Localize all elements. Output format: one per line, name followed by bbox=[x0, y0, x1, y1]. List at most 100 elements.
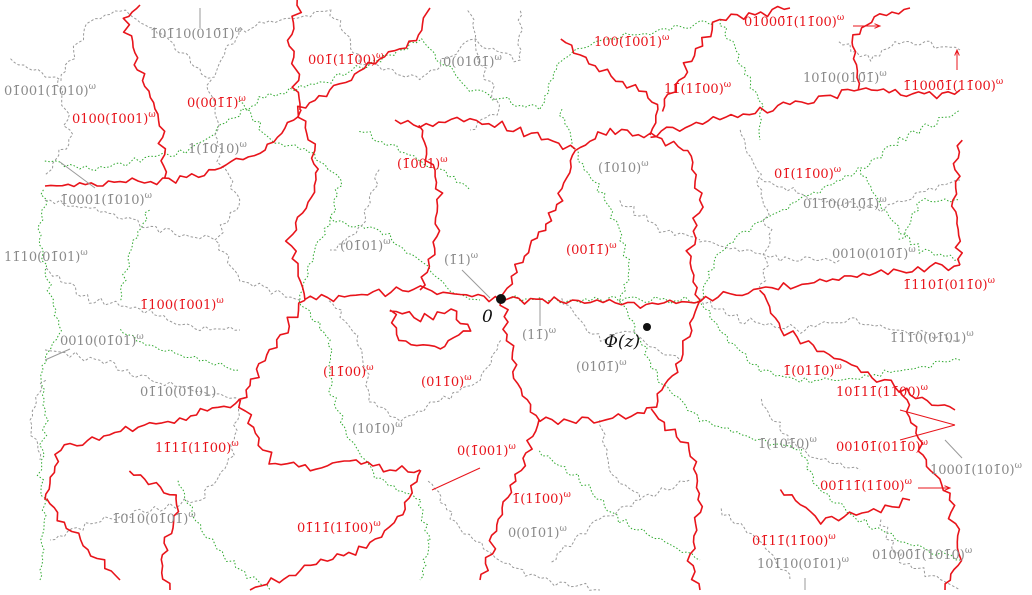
gray-boundary bbox=[44, 349, 241, 401]
pointer-arrows bbox=[44, 8, 963, 590]
gray-boundary bbox=[838, 40, 961, 62]
gray-boundary bbox=[760, 178, 961, 213]
region-label: 1̄(011̄0)ω bbox=[783, 362, 842, 379]
red-boundary bbox=[284, 109, 961, 309]
arrow-head bbox=[874, 23, 882, 29]
red-boundary bbox=[851, 7, 911, 91]
arrow-head bbox=[954, 48, 960, 56]
leader-line bbox=[59, 161, 96, 189]
region-label: 100(1̄001)ω bbox=[594, 33, 669, 50]
gray-boundary bbox=[599, 420, 691, 501]
red-boundary bbox=[238, 399, 421, 474]
red-boundary bbox=[650, 87, 961, 139]
red-boundary bbox=[759, 289, 956, 411]
green-boundary bbox=[618, 300, 801, 451]
red-boundary bbox=[45, 498, 121, 581]
green-boundary bbox=[177, 480, 271, 591]
leader-line bbox=[944, 439, 963, 459]
leader-line bbox=[44, 348, 71, 361]
gray-boundary bbox=[619, 200, 701, 241]
region-label: (010̄1̄)ω bbox=[576, 358, 627, 375]
red-boundary bbox=[779, 489, 911, 525]
red-boundary bbox=[418, 124, 444, 291]
gray-boundary bbox=[467, 10, 500, 131]
gray-boundary bbox=[10, 9, 331, 81]
green-boundary bbox=[558, 109, 630, 301]
leader-line bbox=[431, 467, 481, 491]
region-label: 101̄0(010̄1̄)ω bbox=[803, 69, 887, 86]
green-boundary bbox=[719, 19, 764, 141]
region-label: (1̄001)ω bbox=[397, 155, 448, 172]
region-label: 01000̄1̄(11̄00)ω bbox=[744, 13, 844, 30]
region-label: (011̄0)ω bbox=[421, 373, 472, 390]
region-label: 11̄10(01̄01)ω bbox=[4, 248, 88, 265]
region-label: (1̄010)ω bbox=[598, 159, 649, 176]
gray-boundary bbox=[330, 169, 380, 251]
region-label: 0(001̄1̄)ω bbox=[187, 94, 246, 111]
region-label: 1̄(11̄00)ω bbox=[512, 490, 571, 507]
green-boundary bbox=[120, 209, 151, 301]
green-boundary bbox=[238, 100, 343, 301]
leader-line bbox=[899, 409, 956, 426]
green-boundary bbox=[538, 450, 701, 561]
region-label: 0010̄1̄(011̄0)ω bbox=[836, 438, 928, 455]
red-boundary bbox=[44, 299, 306, 501]
origin-label: 0 bbox=[482, 307, 493, 327]
red-boundary bbox=[499, 298, 701, 426]
region-label: 0010(010̄1̄)ω bbox=[832, 245, 916, 262]
region-label: 1̄(101̄0)ω bbox=[758, 435, 817, 452]
region-label: 101̄10(01̄01)ω bbox=[757, 555, 849, 572]
red-boundary bbox=[661, 5, 791, 112]
region-label: (101̄0)ω bbox=[352, 420, 403, 437]
region-label: 101̄11̄(11̄00)ω bbox=[836, 383, 928, 400]
region-label: (11̄)ω bbox=[522, 326, 556, 343]
region-label: 1(1̄010)ω bbox=[188, 140, 247, 157]
origin-point bbox=[496, 294, 506, 304]
region-labels: 1̄01̄10(010̄1̄)ω0(010̄1̄)ω001̄(11̄00)ω10… bbox=[4, 13, 1022, 572]
green-boundary bbox=[859, 169, 961, 261]
red-boundary bbox=[249, 469, 422, 591]
region-label: 1̄11̄0(01̄01)ω bbox=[890, 329, 974, 346]
region-label: 0(010̄1̄)ω bbox=[443, 53, 502, 70]
region-label: 01̄11̄(11̄00)ω bbox=[752, 532, 836, 549]
region-label: 11̄(11̄00)ω bbox=[664, 80, 731, 97]
arrow-head bbox=[944, 485, 952, 491]
gray-boundary bbox=[720, 508, 791, 581]
region-label: 0010(01̄01)ω bbox=[60, 332, 144, 349]
region-label: 01̄001(1̄010)ω bbox=[4, 82, 96, 99]
region-label: 01̄(11̄00)ω bbox=[774, 165, 841, 182]
gray-boundary bbox=[739, 129, 773, 291]
gray-boundary bbox=[329, 9, 523, 81]
region-label: 01̄10(01̄01) bbox=[140, 385, 216, 400]
red-boundary bbox=[394, 116, 576, 151]
gray-boundaries bbox=[10, 9, 961, 591]
region-label: 1̄1000̄1̄(11̄00)ω bbox=[903, 77, 1003, 94]
region-label: (11̄00)ω bbox=[323, 363, 374, 380]
leader-line bbox=[461, 269, 491, 299]
region-label: 001̄(11̄00)ω bbox=[308, 51, 383, 68]
phi-label: Φ(z) bbox=[604, 332, 640, 352]
green-boundary bbox=[44, 39, 421, 171]
region-label: 0(01̄01)ω bbox=[508, 524, 567, 541]
region-label: 1̄1101̄(011̄0)ω bbox=[903, 276, 995, 293]
gray-boundary bbox=[206, 79, 301, 301]
region-label: 011̄0(010̄1̄)ω bbox=[803, 195, 887, 212]
region-label: 10001̄(101̄0)ω bbox=[930, 461, 1022, 478]
region-label: (1̄1)ω bbox=[444, 251, 478, 268]
region-label: 01000̄1̄(101̄0)ω bbox=[872, 546, 972, 563]
region-label: 1̄100(1̄001)ω bbox=[140, 296, 224, 313]
red-boundary bbox=[389, 308, 472, 350]
red-boundary bbox=[499, 127, 704, 301]
red-boundary bbox=[286, 0, 303, 110]
green-boundary bbox=[698, 300, 961, 384]
green-boundary bbox=[421, 19, 721, 111]
gray-boundary bbox=[427, 480, 601, 591]
green-boundary bbox=[359, 131, 471, 191]
red-boundaries bbox=[44, 0, 963, 591]
marked-points: 0 Φ(z) bbox=[482, 294, 651, 352]
green-boundary bbox=[330, 217, 481, 301]
gray-boundary bbox=[700, 298, 961, 343]
green-boundary bbox=[898, 198, 961, 240]
